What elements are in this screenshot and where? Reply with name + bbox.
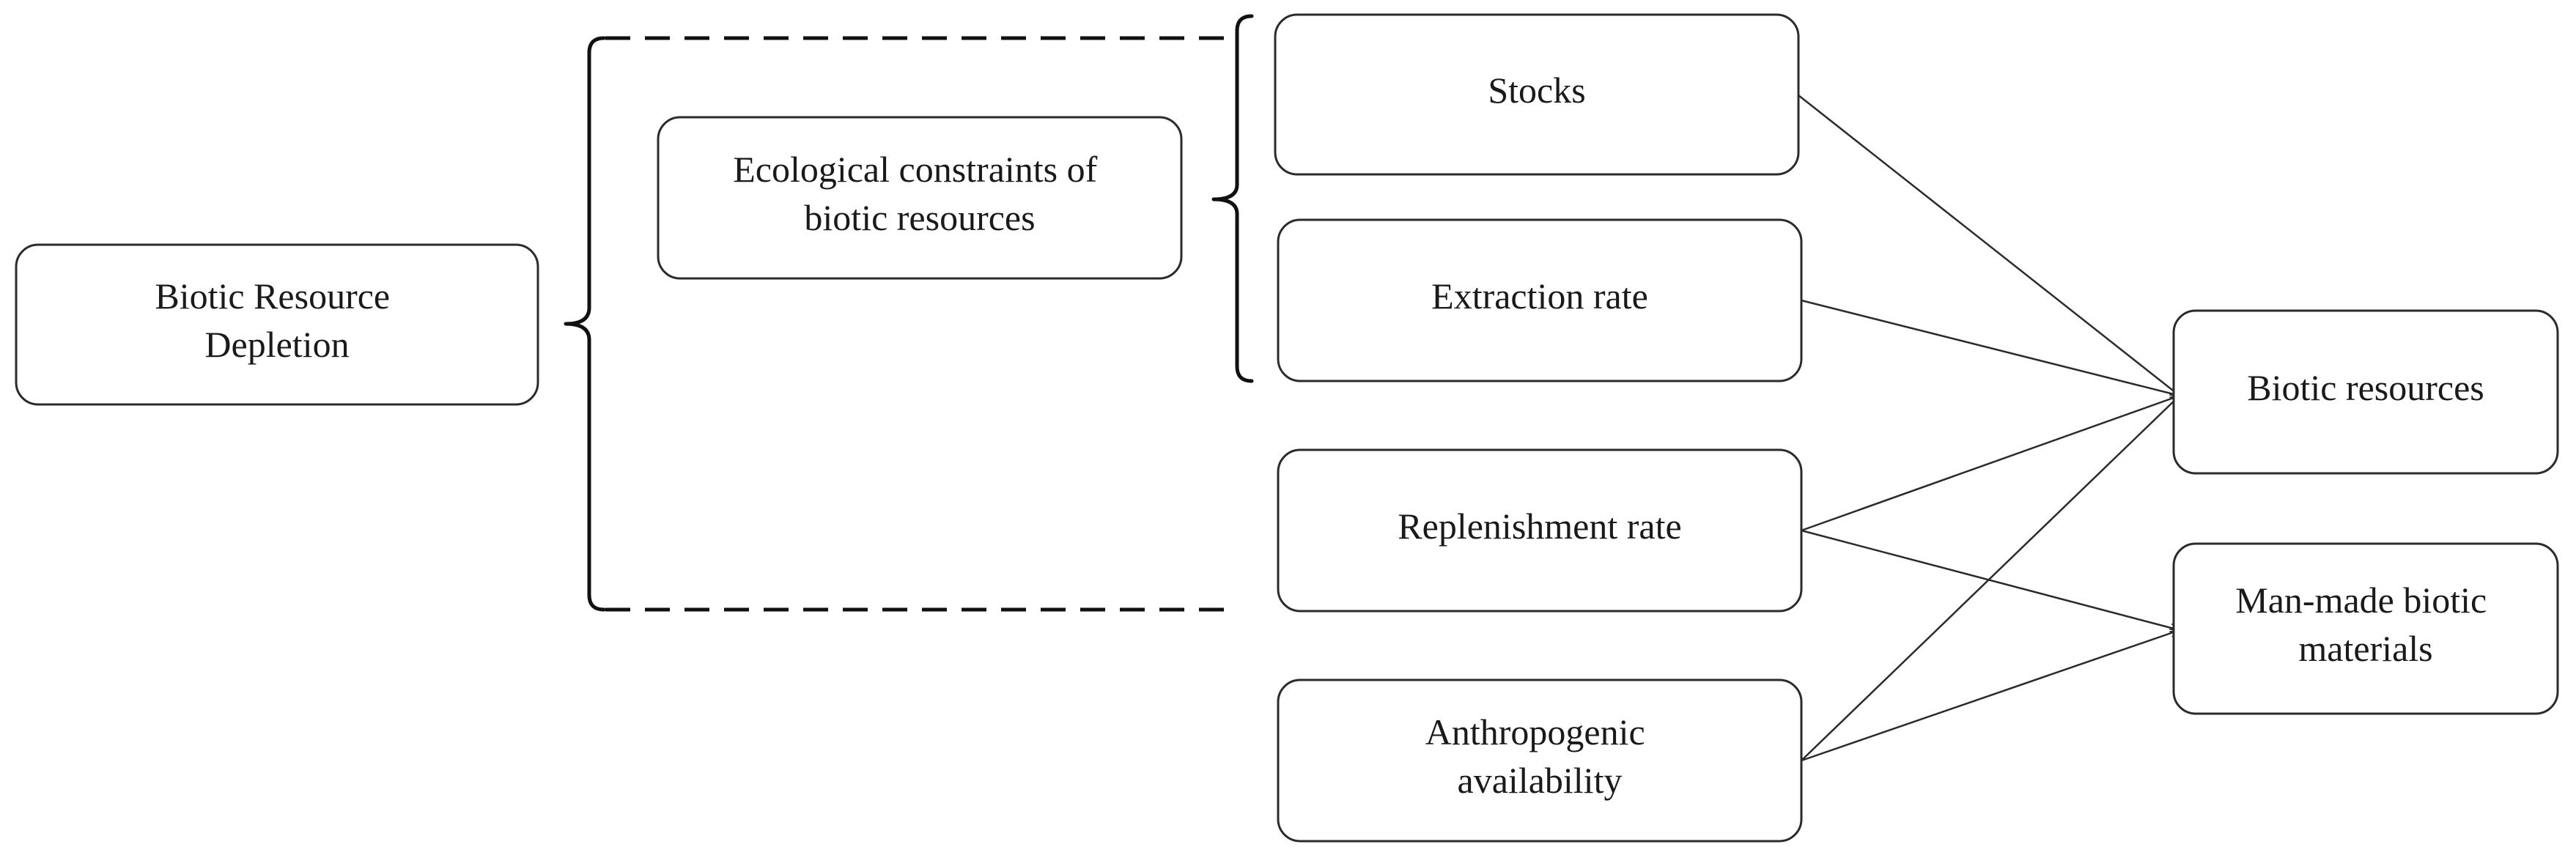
node-label: Man-made biotic materials bbox=[2235, 580, 2495, 669]
node-label: Ecological constraints of biotic resourc… bbox=[733, 149, 1107, 238]
edge-extraction-rate-to-biotic-resources bbox=[1801, 299, 2180, 396]
edge-stocks-to-biotic-resources bbox=[1798, 95, 2180, 396]
edge-anthropogenic-availability-to-man-made-biotic-materials bbox=[1801, 630, 2180, 762]
node-ecological-constraints: Ecological constraints of biotic resourc… bbox=[657, 116, 1183, 280]
node-man-made-biotic-materials: Man-made biotic materials bbox=[2172, 542, 2559, 715]
edge-replenishment-rate-to-man-made-biotic-materials bbox=[1801, 529, 2180, 630]
edges-group bbox=[1798, 95, 2180, 762]
node-label: Biotic Resource Depletion bbox=[155, 275, 399, 365]
node-label: Stocks bbox=[1488, 70, 1585, 111]
node-stocks: Stocks bbox=[1274, 13, 1800, 176]
node-anthropogenic-availability: Anthropogenic availability bbox=[1277, 678, 1803, 843]
node-label: Anthropogenic availability bbox=[1425, 711, 1654, 801]
edge-anthropogenic-availability-to-biotic-resources bbox=[1801, 396, 2180, 761]
edge-replenishment-rate-to-biotic-resources bbox=[1801, 396, 2180, 532]
main-grouping-brace bbox=[564, 36, 606, 612]
node-extraction-rate: Extraction rate bbox=[1277, 218, 1803, 382]
node-replenishment-rate: Replenishment rate bbox=[1277, 448, 1803, 613]
node-label: Extraction rate bbox=[1431, 275, 1648, 317]
node-biotic-resource-depletion: Biotic Resource Depletion bbox=[15, 243, 539, 406]
node-biotic-resources: Biotic resources bbox=[2172, 309, 2559, 475]
ecological-constraints-brace bbox=[1211, 14, 1254, 383]
node-label: Replenishment rate bbox=[1398, 506, 1681, 547]
node-label: Biotic resources bbox=[2247, 367, 2484, 408]
